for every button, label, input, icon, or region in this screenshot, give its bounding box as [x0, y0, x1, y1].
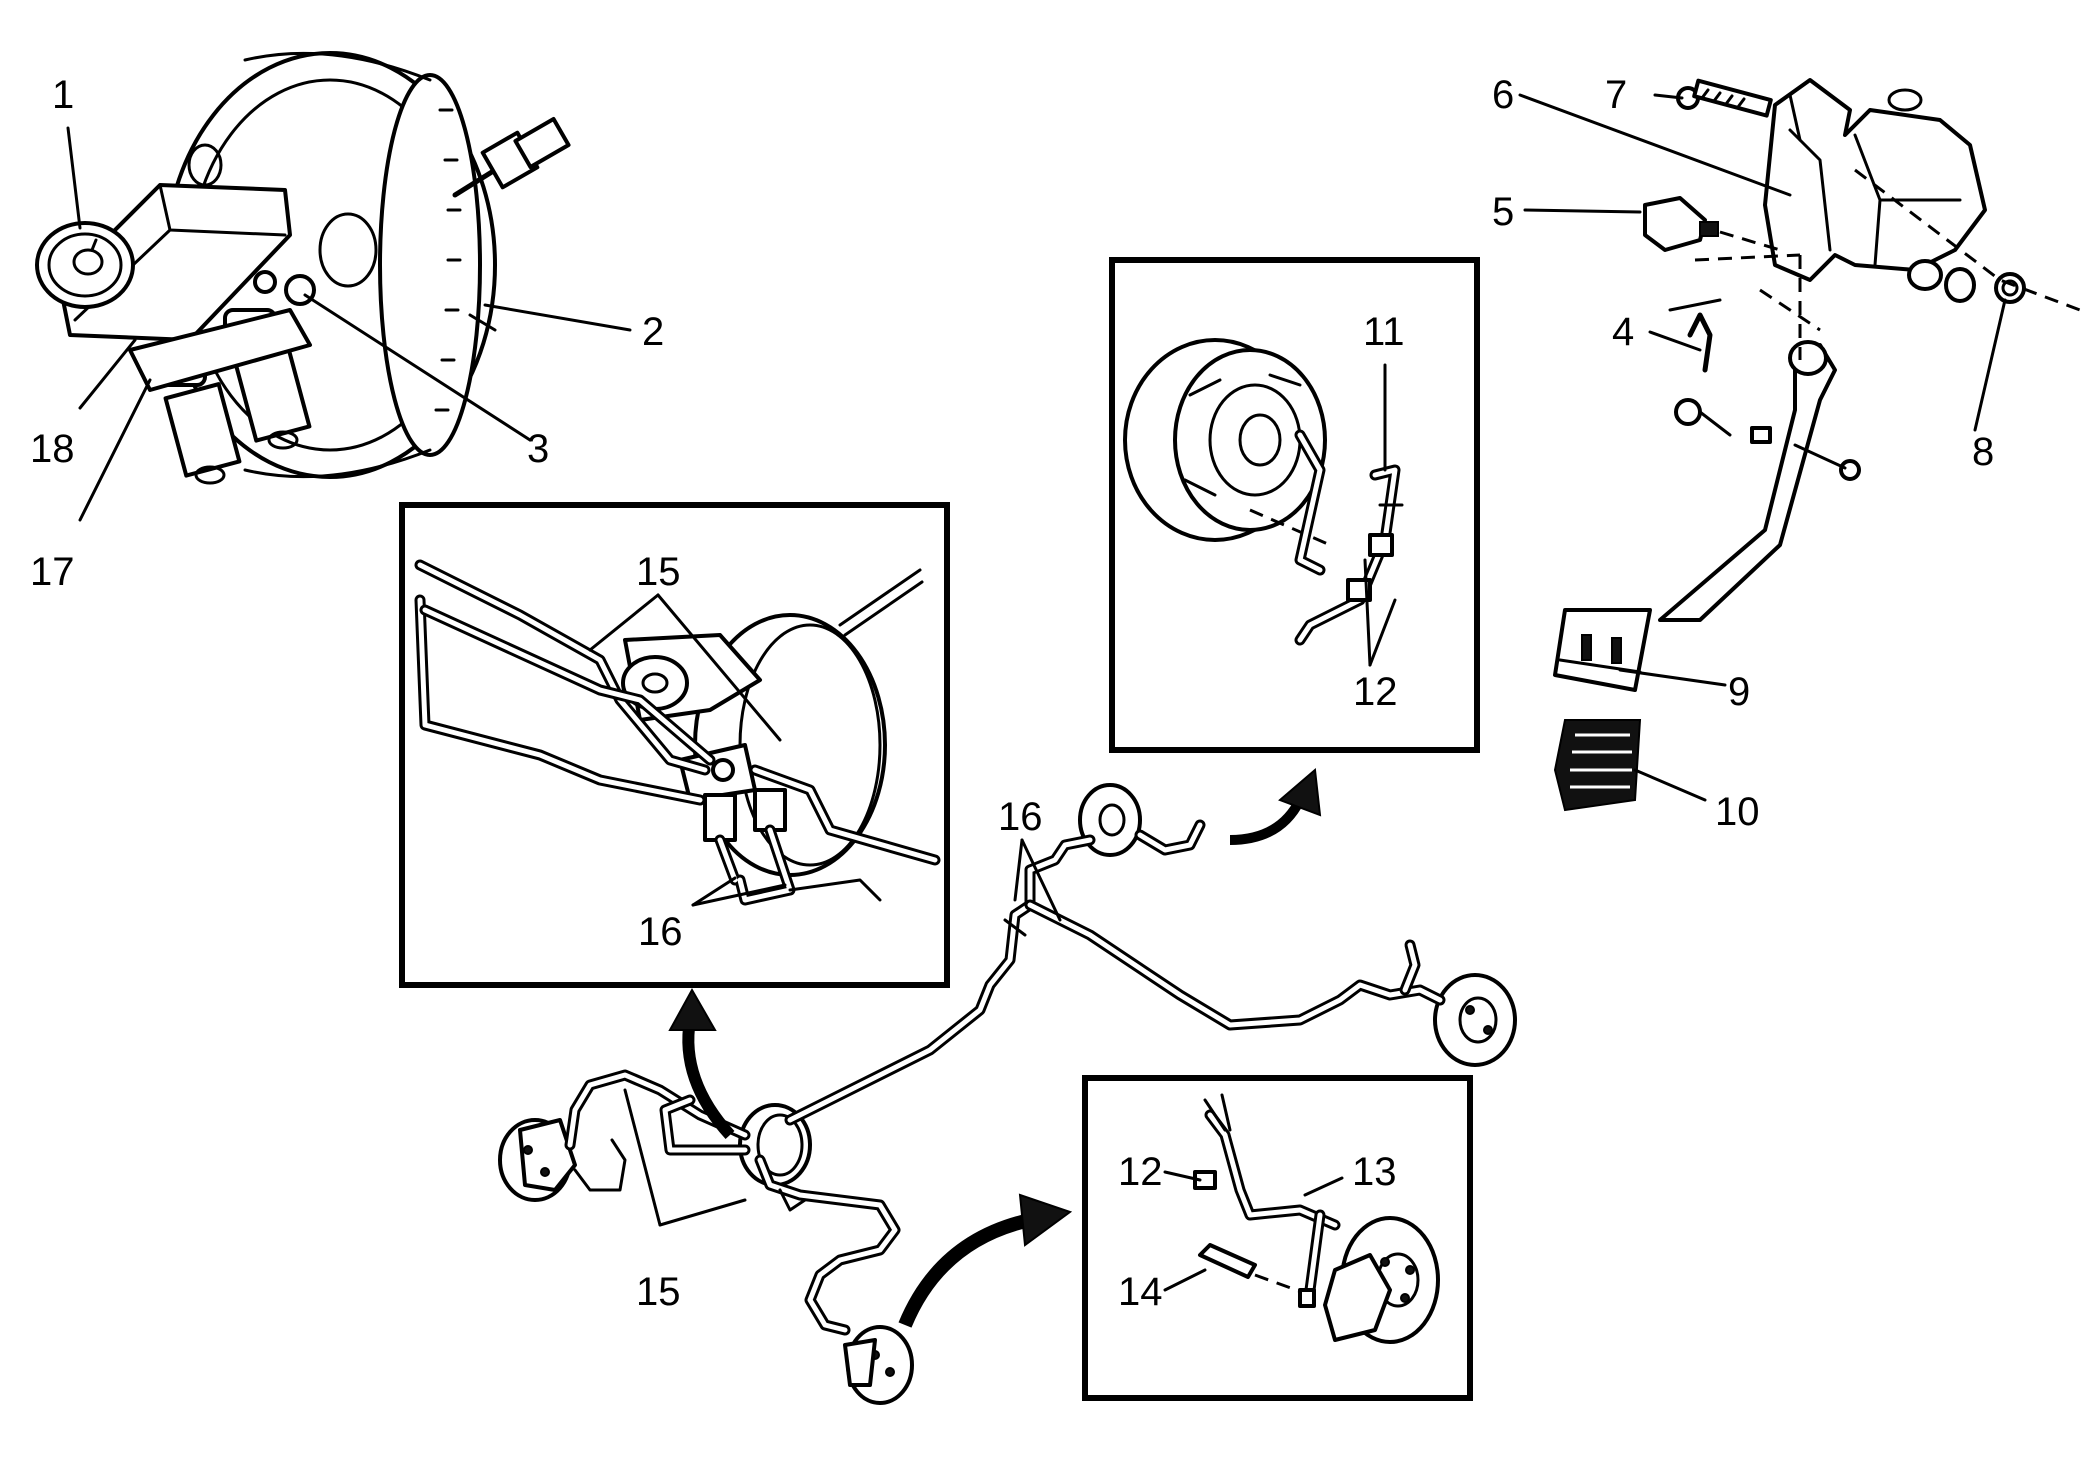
callout-15: 15 — [636, 550, 681, 594]
arrow-to-caliper-inset — [898, 1193, 1073, 1328]
callout-6: 6 — [1492, 73, 1514, 117]
callout-2: 2 — [642, 310, 664, 354]
callout-9: 9 — [1728, 670, 1750, 714]
arrow-to-drum-inset — [1229, 768, 1322, 845]
callout-15-routing: 15 — [636, 1270, 681, 1314]
callout-13: 13 — [1352, 1150, 1397, 1194]
alignment-line — [1694, 253, 1801, 262]
callout-7: 7 — [1605, 73, 1627, 117]
callout-16: 16 — [638, 910, 683, 954]
brake-pedal-arm — [1553, 340, 1861, 692]
callout-8: 8 — [1972, 430, 1994, 474]
callout-14: 14 — [1118, 1270, 1163, 1314]
callout-18: 18 — [30, 427, 75, 471]
callout-10: 10 — [1715, 790, 1760, 834]
leader-lines-master-cylinder — [66, 126, 632, 522]
callout-12: 12 — [1353, 670, 1398, 714]
callout-5: 5 — [1492, 190, 1514, 234]
leader-lines-pedal — [1518, 93, 2007, 802]
callout-3: 3 — [527, 427, 549, 471]
alignment-line — [1759, 288, 1821, 332]
inset-rear-drum-brake — [1109, 257, 1480, 753]
callout-16-routing: 16 — [998, 795, 1043, 839]
callout-1: 1 — [52, 73, 74, 117]
master-cylinder — [35, 183, 316, 485]
pedal-pad — [1553, 719, 1642, 812]
callout-11: 11 — [1363, 310, 1405, 354]
callout-17: 17 — [30, 550, 75, 594]
arrow-to-master-cylinder-inset — [668, 987, 735, 1140]
alignment-line — [1854, 168, 2081, 312]
inset-front-caliper — [1082, 1075, 1473, 1401]
bracket-bolt — [1676, 78, 1773, 118]
pedal-retainer-clip — [1668, 298, 1722, 373]
stoplamp-switch — [1643, 196, 1781, 252]
callout-12-inset: 12 — [1118, 1150, 1163, 1194]
brake-line-routing — [498, 783, 1517, 1405]
inset-master-cylinder-lines — [399, 502, 950, 988]
brake-pedal-bracket — [1763, 78, 1987, 303]
pivot-nut — [1994, 272, 2026, 304]
callout-4: 4 — [1612, 310, 1634, 354]
